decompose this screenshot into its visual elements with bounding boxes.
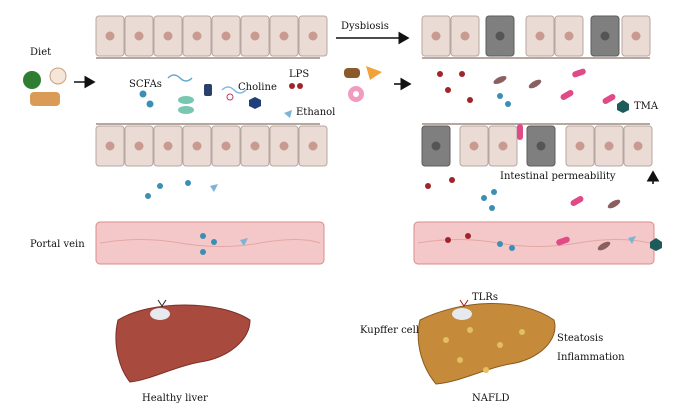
left-portal-vein [95, 221, 325, 265]
left-top-epithelium [95, 15, 328, 59]
label-portal-vein: Portal vein [30, 239, 85, 250]
right-top-epithelium [421, 15, 651, 59]
label-healthy-liver: Healthy liver [142, 393, 208, 404]
label-kupffer-cell: Kupffer cell [360, 325, 419, 336]
right-bottom-epithelium [421, 123, 653, 167]
fatty-liver [417, 299, 556, 385]
label-tlrs: TLRs [472, 292, 498, 303]
left-bottom-epithelium [95, 123, 328, 167]
label-inflammation: Inflammation [557, 352, 625, 363]
label-steatosis: Steatosis [557, 333, 604, 344]
label-dysbiosis: Dysbiosis [341, 21, 389, 32]
label-ethanol: Ethanol [296, 107, 336, 118]
left-translocated [145, 180, 248, 255]
label-diet: Diet [30, 47, 52, 58]
diet-icons [23, 67, 67, 106]
healthy-liver [115, 299, 251, 383]
right-translocated [425, 177, 662, 251]
junk-food-icons [344, 66, 382, 102]
label-nafld: NAFLD [472, 393, 510, 404]
label-scfas: SCFAs [129, 79, 162, 90]
label-lps: LPS [289, 69, 310, 80]
left-lumen-molecules [139, 74, 303, 118]
label-choline: Choline [238, 82, 277, 93]
right-portal-vein [413, 221, 655, 265]
label-tma: TMA [634, 101, 659, 112]
label-intestinal-permeability: Intestinal permeability [500, 171, 616, 182]
right-lumen-microbes [437, 68, 629, 140]
